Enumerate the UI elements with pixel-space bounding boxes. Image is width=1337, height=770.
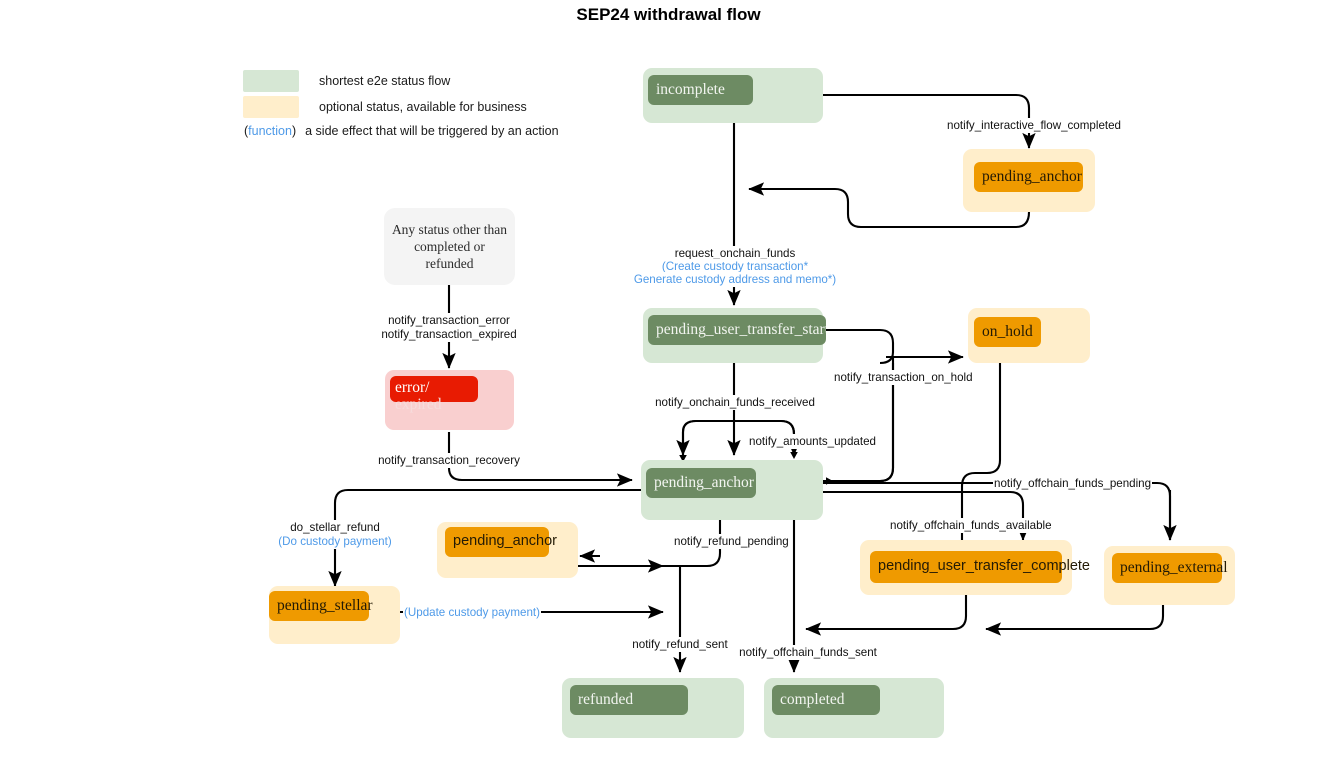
edge-label-notify-transaction-on-hold: notify_transaction_on_hold [833,370,974,386]
edge-label-notify-transaction-expired: notify_transaction_expired [380,327,518,343]
legend-row-cream: optional status, available for business [243,96,527,118]
edge-label-do-stellar-refund: do_stellar_refund [289,520,381,536]
node-pending-anchor-refund[interactable]: pending_anchor [437,522,578,578]
node-pending-user-transfer-complete-badge: pending_user_transfer_complete [870,551,1090,583]
node-pending-anchor-top[interactable]: pending_anchor [963,149,1095,212]
legend-label-cream: optional status, available for business [319,100,527,114]
edge-label-notify-transaction-error: notify_transaction_error [387,313,511,329]
edge-label-notify-interactive-flow-completed: notify_interactive_flow_completed [946,118,1123,134]
node-error-expired-label-line1: error/ [395,379,430,396]
node-error-expired-label-line2: expired [395,396,442,413]
node-pending-anchor-top-badge: pending_anchor [974,162,1083,192]
legend-close-paren: ) [291,124,297,138]
node-incomplete-badge: incomplete [648,75,753,105]
legend-row-function: (function) a side effect that will be tr… [244,124,559,138]
node-refunded-badge: refunded [570,685,688,715]
edge-label-notify-refund-pending: notify_refund_pending [673,534,790,550]
edge-label-update-custody-payment-fn: (Update custody payment) [403,605,541,621]
node-completed[interactable]: completed [764,678,944,738]
node-on-hold-label: on_hold [982,322,1033,340]
edge-label-notify-onchain-funds-received: notify_onchain_funds_received [654,395,816,411]
node-pending-external-label: pending_external [1120,558,1228,576]
legend-function-text: a side effect that will be triggered by … [305,124,559,138]
node-completed-label: completed [780,690,845,708]
node-pending-user-transfer-start-label: pending_user_transfer_start [656,320,826,338]
node-pending-stellar-badge: pending_stellar [269,591,373,621]
node-pending-anchor-refund-label: pending_anchor [453,533,558,550]
node-pending-anchor-center[interactable]: pending_anchor [641,460,823,520]
edge-label-notify-offchain-funds-pending: notify_offchain_funds_pending [993,476,1153,492]
node-pending-user-transfer-start[interactable]: pending_user_transfer_start [643,308,826,363]
edge-label-notify-transaction-recovery: notify_transaction_recovery [377,453,521,469]
node-on-hold[interactable]: on_hold [968,308,1090,363]
edge-label-request-onchain-funds: request_onchain_funds [673,246,797,262]
edge-label-request-onchain-funds-fn1: (Create custody transaction* [660,259,810,275]
page-title: SEP24 withdrawal flow [576,5,761,24]
node-pending-anchor-center-badge: pending_anchor [646,468,756,498]
legend-swatch-green [243,70,299,92]
node-pending-anchor-center-label: pending_anchor [654,473,754,491]
node-error-expired[interactable]: error/ expired [385,370,514,430]
node-on-hold-badge: on_hold [974,317,1041,347]
node-refunded-label: refunded [578,690,634,708]
node-pending-anchor-top-label: pending_anchor [982,167,1082,185]
node-pending-external[interactable]: pending_external [1104,546,1235,605]
edge-label-notify-offchain-funds-available: notify_offchain_funds_available [889,518,1053,534]
edge-label-do-stellar-refund-fn: (Do custody payment) [277,534,393,550]
node-pending-user-transfer-start-badge: pending_user_transfer_start [648,315,826,345]
legend-row-green: shortest e2e status flow [243,70,450,92]
node-refunded[interactable]: refunded [562,678,744,738]
edge-label-request-onchain-funds-fn2: Generate custody address and memo*) [632,272,838,288]
node-pending-user-transfer-complete-label: pending_user_transfer_complete [878,558,1090,575]
node-pending-user-transfer-complete[interactable]: pending_user_transfer_complete [860,540,1090,595]
edge-label-notify-amounts-updated: notify_amounts_updated [748,434,877,450]
node-incomplete[interactable]: incomplete [643,68,823,123]
node-completed-badge: completed [772,685,880,715]
node-pending-anchor-refund-badge: pending_anchor [445,527,557,557]
node-incomplete-label: incomplete [656,80,725,98]
edge-label-notify-refund-sent: notify_refund_sent [631,637,729,653]
edge-label-notify-offchain-funds-sent: notify_offchain_funds_sent [738,645,878,661]
node-any-status-note: Any status other than completed or refun… [384,208,515,285]
node-pending-external-badge: pending_external [1112,553,1228,583]
legend-swatch-cream [243,96,299,118]
node-any-status-note-label: Any status other than completed or refun… [391,221,508,272]
node-error-expired-badge [390,376,478,402]
legend-function-word: function [248,124,292,138]
node-pending-stellar[interactable]: pending_stellar [269,586,400,644]
legend-open-paren: ( [244,124,249,138]
legend-label-green: shortest e2e status flow [319,74,451,88]
node-pending-stellar-label: pending_stellar [277,596,373,614]
